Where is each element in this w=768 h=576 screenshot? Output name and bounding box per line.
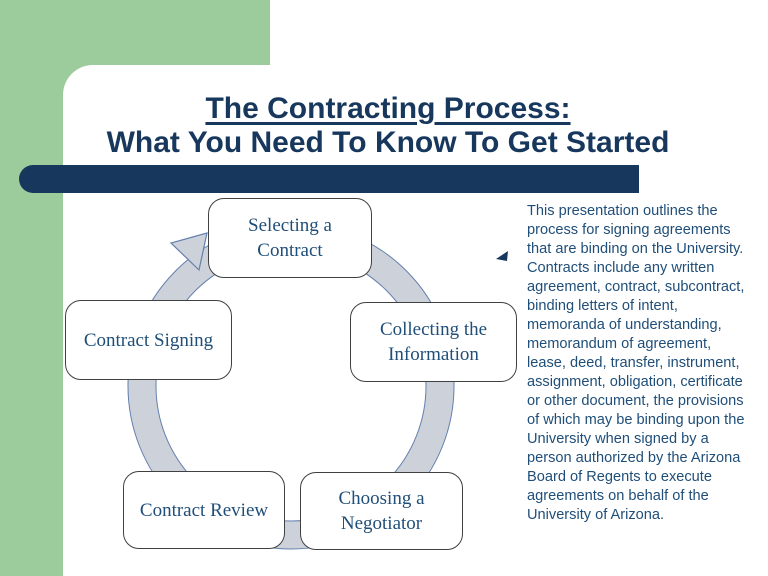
green-left-panel bbox=[0, 0, 63, 576]
process-box-label: Contract Review bbox=[139, 499, 269, 521]
note-bullet-icon bbox=[496, 251, 508, 261]
process-box-contract-signing: Contract Signing bbox=[65, 300, 232, 380]
process-box-label: Selecting a bbox=[248, 215, 332, 236]
slide-title: The Contracting Process: What You Need T… bbox=[8, 92, 768, 160]
process-box-label: Choosing a bbox=[338, 488, 425, 509]
process-box-collecting-information: Collecting the Information bbox=[350, 302, 517, 382]
process-box-label: Information bbox=[388, 344, 479, 365]
process-box-selecting-contract: Selecting a Contract bbox=[208, 198, 372, 278]
title-line-1: The Contracting Process: bbox=[205, 92, 571, 125]
title-divider-bar bbox=[19, 165, 639, 193]
process-box-choosing-negotiator: Choosing a Negotiator bbox=[300, 472, 463, 550]
cycle-arrowhead-icon bbox=[169, 232, 208, 272]
title-line-2: What You Need To Know To Get Started bbox=[106, 126, 670, 159]
sidebar-note-text: This presentation outlines the process f… bbox=[527, 203, 745, 523]
process-box-label: Collecting the bbox=[379, 319, 488, 340]
process-box-label: Contract bbox=[257, 240, 323, 261]
sidebar-note: This presentation outlines the process f… bbox=[527, 202, 753, 525]
process-box-label: Negotiator bbox=[340, 513, 423, 534]
process-box-label: Contract Signing bbox=[83, 329, 214, 351]
process-box-contract-review: Contract Review bbox=[123, 471, 285, 549]
